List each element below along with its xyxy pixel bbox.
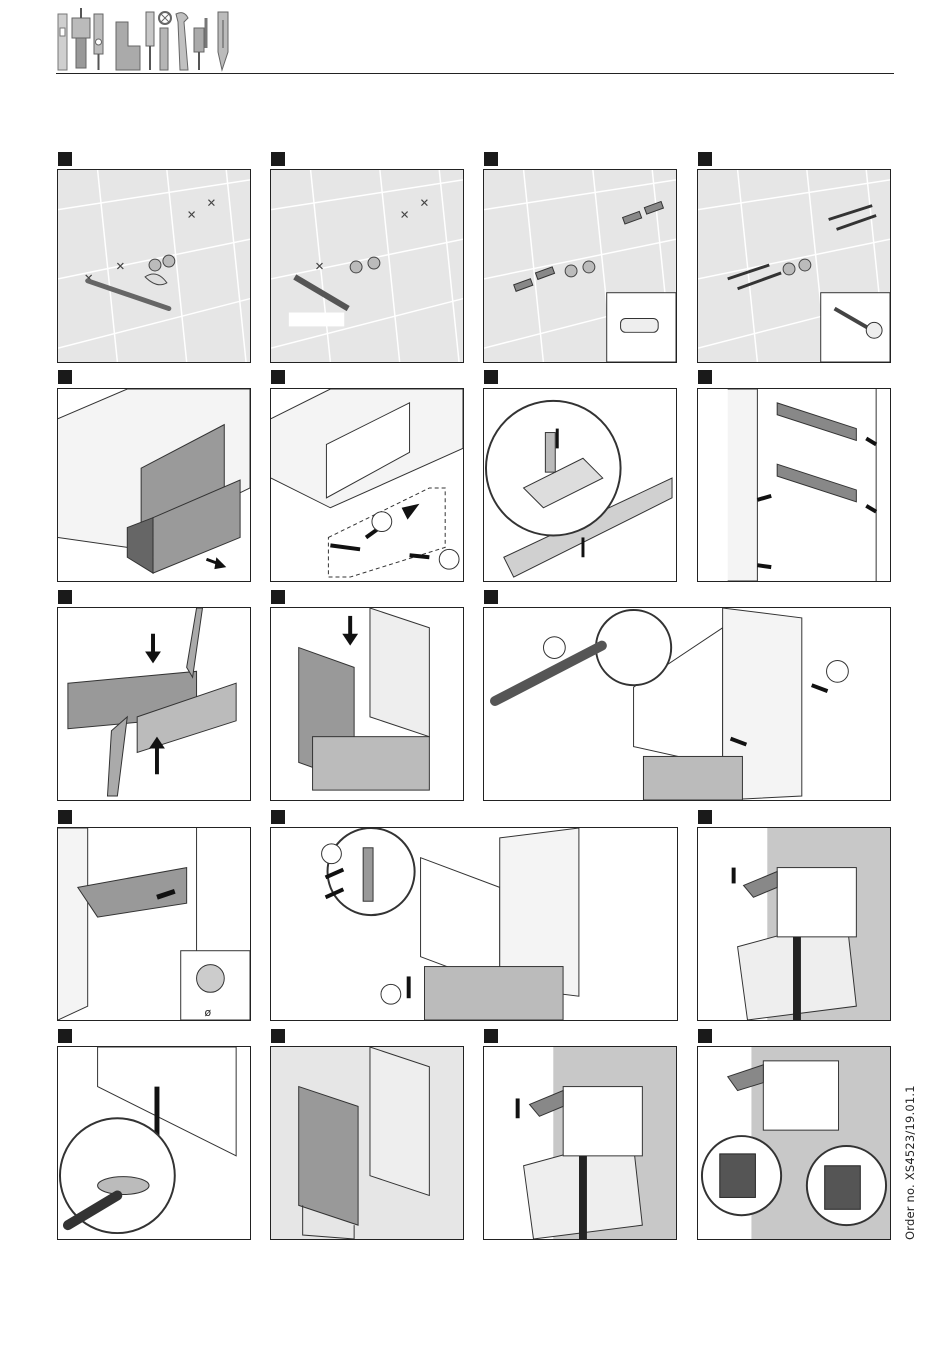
step-17-panel — [483, 1046, 677, 1240]
step-17-marker — [484, 1029, 498, 1043]
step-7-panel — [483, 388, 677, 582]
step-4-marker — [698, 152, 712, 166]
step-9-marker — [58, 590, 72, 604]
level-icon — [58, 14, 67, 70]
tool-icon-strip — [56, 8, 246, 72]
packaging-fold-icon — [58, 608, 250, 800]
step-9-panel — [57, 607, 251, 801]
drawer-removal-icon — [58, 389, 250, 581]
step-12-marker — [58, 810, 72, 824]
step-10-marker — [271, 590, 285, 604]
step-16-marker — [271, 1029, 285, 1043]
step-3-marker — [484, 152, 498, 166]
step-14-marker — [698, 810, 712, 824]
step-3-panel — [483, 169, 677, 363]
step-12-panel: ø — [57, 827, 251, 1021]
step-5-marker — [58, 370, 72, 384]
pencil-marking-icon — [58, 170, 250, 362]
knife-icon — [218, 12, 228, 70]
screwdriver-assembly-icon — [484, 608, 890, 800]
silicone-gun-icon — [194, 18, 206, 70]
step-8-marker — [698, 370, 712, 384]
screwdriver-icon — [94, 14, 103, 70]
hanger-adjust-up-icon — [698, 828, 890, 1020]
step-13-marker — [271, 810, 285, 824]
drawer-slide-icon — [271, 389, 463, 581]
hanger-adjust-depth-icon — [698, 1047, 890, 1239]
step-14-panel — [697, 827, 891, 1021]
cabinet-lift-icon — [271, 608, 463, 800]
step-2-panel — [270, 169, 464, 363]
step-5-panel — [57, 388, 251, 582]
step-18-panel — [697, 1046, 891, 1240]
hanger-adjust-down-icon — [484, 1047, 676, 1239]
screw-icon — [698, 170, 890, 362]
header — [56, 8, 894, 76]
drill-bit-icon — [271, 170, 463, 362]
step-1-panel — [57, 169, 251, 363]
wall-plug-icon — [116, 22, 140, 70]
step-1-marker — [58, 152, 72, 166]
cover-cap-icon: ø — [58, 828, 250, 1020]
wall-plug-icon — [484, 170, 676, 362]
step-15-panel — [57, 1046, 251, 1240]
drill-icon — [72, 8, 90, 68]
step-16-panel — [270, 1046, 464, 1240]
header-rule — [56, 73, 894, 74]
wrench-icon — [159, 12, 171, 70]
step-6-marker — [271, 370, 285, 384]
step-7-marker — [484, 370, 498, 384]
step-11-marker — [484, 590, 498, 604]
cabinet-hang-icon — [271, 828, 677, 1020]
wrench-icon-2 — [176, 13, 188, 70]
step-15-marker — [58, 1029, 72, 1043]
step-2-marker — [271, 152, 285, 166]
screwdriver-icon-2 — [146, 12, 154, 70]
slide-lever-icon — [484, 389, 676, 581]
rail-mount-icon — [698, 389, 890, 581]
step-8-panel — [697, 388, 891, 582]
cap-diameter-label: ø — [204, 1006, 211, 1019]
step-18-marker — [698, 1029, 712, 1043]
step-11-panel — [483, 607, 891, 801]
step-4-panel — [697, 169, 891, 363]
step-13-panel — [270, 827, 678, 1021]
step-6-panel — [270, 388, 464, 582]
order-number: Order no. XS4523/19.01.1 — [903, 1070, 921, 1240]
installed-cabinet-icon — [271, 1047, 463, 1239]
step-10-panel — [270, 607, 464, 801]
foot-adjust-icon — [58, 1047, 250, 1239]
